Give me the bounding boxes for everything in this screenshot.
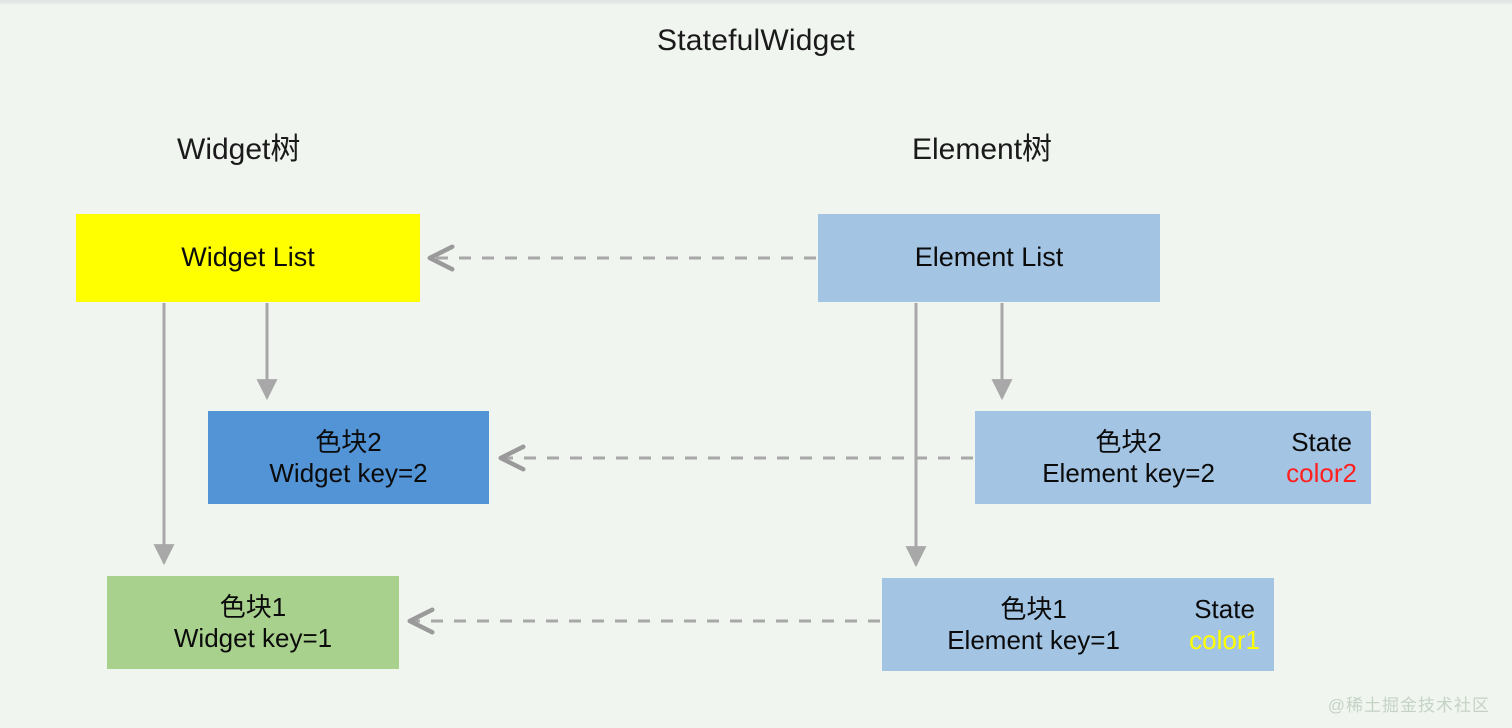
element-tree-label: Element树 (912, 133, 1053, 166)
node-widget-list-label: Widget List (181, 242, 315, 273)
top-edge-band (0, 0, 1512, 5)
node-element-key1-state-value: color1 (1189, 624, 1260, 655)
node-widget-key1[interactable]: 色块1 Widget key=1 (107, 576, 399, 669)
widget-tree-label: Widget树 (177, 133, 301, 166)
node-element-key1-line2: Element key=1 (947, 624, 1120, 655)
node-element-key1[interactable]: 色块1 Element key=1 State color1 (882, 578, 1274, 671)
node-widget-list[interactable]: Widget List (76, 214, 420, 302)
node-element-key2-line1: 色块2 (1095, 426, 1162, 457)
node-element-key2-state-title: State (1291, 426, 1352, 457)
node-element-key2[interactable]: 色块2 Element key=2 State color2 (975, 411, 1371, 504)
page-title: StatefulWidget (657, 24, 855, 57)
node-widget-key1-line2: Widget key=1 (173, 622, 333, 653)
node-element-key2-state: State color2 (1276, 427, 1371, 488)
node-widget-key2-line1: 色块2 (315, 426, 382, 457)
node-element-key1-state: State color1 (1179, 594, 1274, 655)
node-element-key2-text: 色块2 Element key=2 (975, 427, 1276, 488)
node-element-key2-line2: Element key=2 (1042, 457, 1215, 488)
node-element-list-label: Element List (914, 242, 1064, 273)
node-element-key1-text: 色块1 Element key=1 (882, 594, 1179, 655)
node-widget-key2-line2: Widget key=2 (269, 457, 428, 488)
node-element-list[interactable]: Element List (818, 214, 1160, 302)
watermark: @稀土掘金技术社区 (1327, 696, 1490, 715)
node-widget-key2[interactable]: 色块2 Widget key=2 (208, 411, 489, 504)
node-element-key1-state-title: State (1194, 593, 1255, 624)
node-widget-key1-line1: 色块1 (219, 591, 287, 622)
node-element-key2-state-value: color2 (1286, 457, 1357, 488)
node-element-key1-line1: 色块1 (1000, 593, 1067, 624)
